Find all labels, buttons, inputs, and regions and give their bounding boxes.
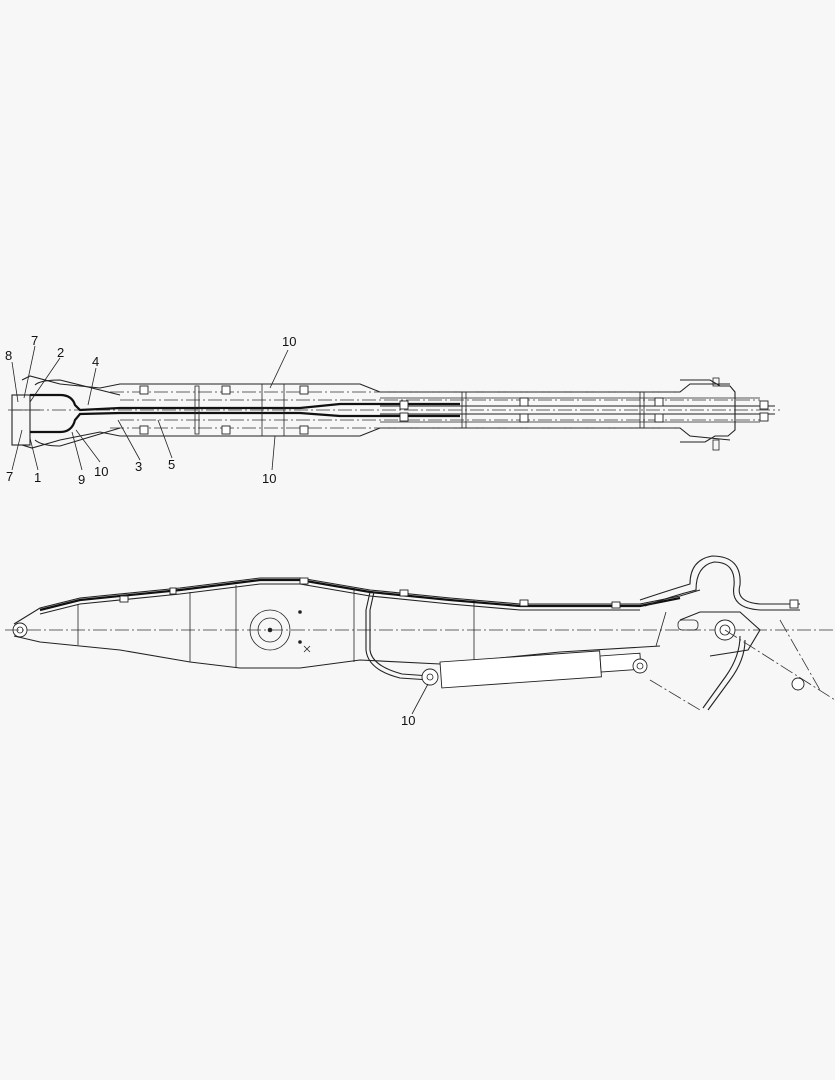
hose-side-upper — [39, 578, 681, 612]
callout-1: 1 — [34, 470, 41, 485]
callout-10-side: 10 — [401, 713, 415, 728]
callout-10-top-left: 10 — [94, 464, 108, 479]
callout-5: 5 — [168, 457, 175, 472]
clamps-side — [119, 577, 799, 609]
boom-top-outline-lower — [21, 427, 731, 449]
boom-center-boss — [249, 609, 291, 651]
hose-to-cylinder — [365, 591, 431, 681]
boom-side-view: 10 — [5, 555, 835, 728]
callout-7-upper: 7 — [31, 333, 38, 348]
frame-pin — [791, 677, 805, 691]
callout-8: 8 — [5, 348, 12, 363]
cylinder-pin-front — [632, 658, 648, 674]
callouts-top: 7 8 2 4 10 7 1 9 10 3 5 10 — [5, 333, 296, 487]
boom-top-outline-upper — [21, 375, 730, 393]
boom-cylinder — [421, 650, 648, 689]
clamps-top — [139, 385, 769, 435]
hose-gooseneck-loop — [639, 555, 800, 605]
cylinder-pin-rear — [421, 668, 439, 686]
callout-2: 2 — [57, 345, 64, 360]
callout-9: 9 — [78, 472, 85, 487]
hose-lower — [30, 411, 460, 434]
callout-4: 4 — [92, 354, 99, 369]
callout-7-lower: 7 — [6, 469, 13, 484]
hose-upper — [30, 393, 460, 412]
leader-line-side — [411, 683, 429, 715]
leader-lines-top — [11, 345, 289, 471]
callout-10-top-lower: 10 — [262, 471, 276, 486]
callout-3: 3 — [135, 459, 142, 474]
boom-side-outline-upper — [13, 577, 701, 625]
boom-foot-bracket — [680, 379, 736, 443]
boom-head-block — [11, 394, 31, 446]
boom-top-view: 7 8 2 4 10 7 1 9 10 3 5 10 — [5, 333, 780, 487]
callout-10-top-upper: 10 — [282, 334, 296, 349]
